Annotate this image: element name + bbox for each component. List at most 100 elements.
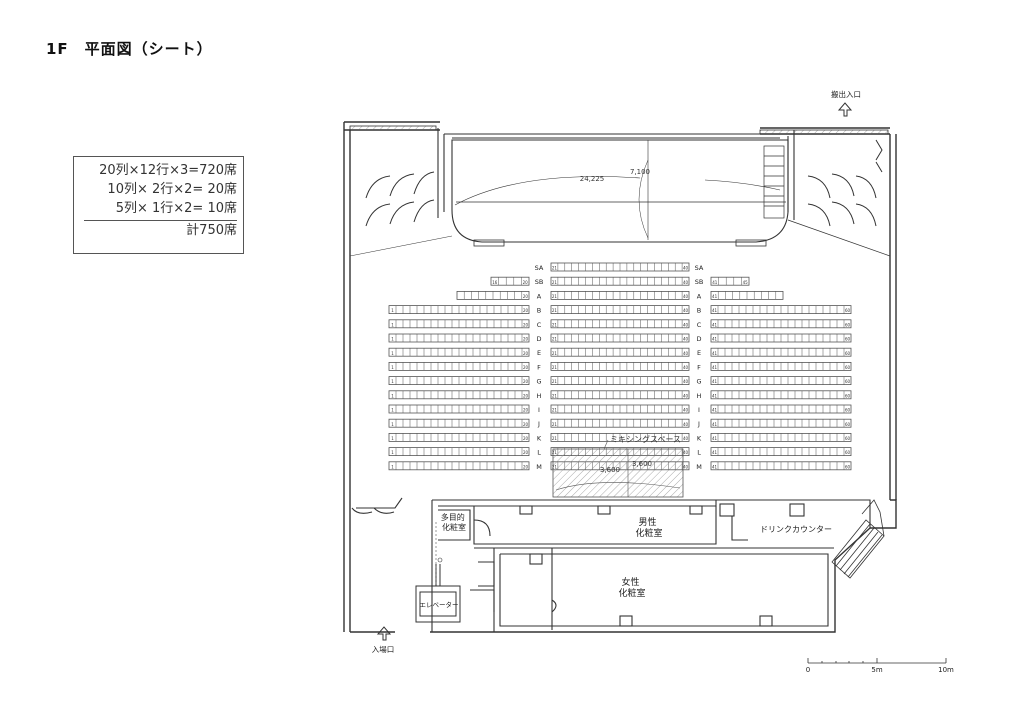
- elevator-shaft: [415, 564, 461, 623]
- womens-restroom-label-line-2: 化粧室: [618, 587, 645, 599]
- row-label-right: J: [697, 420, 700, 428]
- seat-number-start: 41: [712, 308, 718, 313]
- seat-number-start: 41: [712, 322, 718, 327]
- seat-number-end: 20: [523, 322, 529, 327]
- seat-number-end: 20: [523, 365, 529, 370]
- carry-in-label: 搬出入口: [831, 89, 861, 99]
- entrance-arrow-icon: [376, 626, 392, 641]
- seat-row-left: 20: [456, 290, 530, 300]
- multipurpose-restroom-label: 多目的 化粧室: [441, 512, 468, 532]
- seat-row-right: 41 60: [710, 404, 852, 414]
- row-label-left: F: [537, 363, 541, 371]
- row-label-left: SB: [535, 278, 544, 286]
- seat-number-end: 20: [523, 351, 529, 356]
- row-label-left: E: [537, 349, 541, 357]
- seat-number-end: 60: [845, 308, 851, 313]
- seat-number-end: 20: [523, 393, 529, 398]
- seat-number-start: 21: [552, 379, 558, 384]
- seat-number-start: 21: [552, 365, 558, 370]
- seat-number-end: 40: [683, 365, 689, 370]
- seat-number-end: 40: [683, 408, 689, 413]
- seat-number-end: 20: [523, 464, 529, 469]
- row-label-right: SB: [695, 278, 704, 286]
- seat-number-end: 20: [523, 308, 529, 313]
- seat-number-start: 41: [712, 351, 718, 356]
- seat-number-end: 40: [683, 322, 689, 327]
- seat-count-summary: 20列×12行×3=720席 10列× 2行×2= 20席 5列× 1行×2= …: [73, 156, 244, 254]
- wall-hatch-right: [759, 129, 889, 135]
- seat-row-right: 41 60: [710, 361, 852, 371]
- drink-counter-label: ドリンクカウンター: [760, 525, 832, 534]
- seat-number-start: 21: [552, 266, 558, 271]
- seat-number-start: 41: [712, 379, 718, 384]
- scale-bar: [807, 658, 947, 664]
- seat-number-start: 1: [391, 408, 394, 413]
- seat-number-start: 21: [552, 393, 558, 398]
- scale-label-5m: 5m: [871, 666, 882, 674]
- seat-row-center: 21 40: [550, 361, 690, 371]
- seat-number-end: 60: [845, 365, 851, 370]
- row-label-right: E: [697, 349, 701, 357]
- seat-number-start: 41: [712, 450, 718, 455]
- row-label-left: J: [537, 420, 540, 428]
- seat-number-end: 20: [523, 436, 529, 441]
- seat-number-end: 40: [683, 379, 689, 384]
- row-label-left: D: [536, 335, 541, 343]
- row-label-left: L: [537, 449, 541, 457]
- row-label-left: C: [537, 321, 542, 329]
- seat-number-end: 40: [683, 337, 689, 342]
- seat-number-end: 60: [845, 408, 851, 413]
- stage-width-dimension: 24,225: [580, 175, 605, 183]
- elevator-label: エレベーター: [420, 600, 459, 609]
- seat-number-start: 41: [712, 393, 718, 398]
- seat-number-start: 21: [552, 408, 558, 413]
- multipurpose-restroom-label-line-1: 多目的: [441, 512, 465, 522]
- row-label-right: C: [697, 321, 702, 329]
- summary-line-1: 20列×12行×3=720席: [99, 163, 237, 178]
- seat-number-end: 40: [683, 266, 689, 271]
- seat-number-start: 21: [552, 337, 558, 342]
- seat-number-start: 41: [712, 464, 718, 469]
- row-label-right: SA: [695, 264, 704, 272]
- row-label-left: B: [537, 307, 541, 315]
- mixing-space-label: ミキシングスペース: [610, 434, 681, 444]
- seat-number-start: 21: [552, 436, 558, 441]
- summary-divider: [84, 220, 237, 221]
- stage-stair: [763, 145, 785, 219]
- seat-number-start: 21: [552, 422, 558, 427]
- seat-number-start: 1: [391, 351, 394, 356]
- seat-number-end: 40: [683, 351, 689, 356]
- seat-number-start: 41: [712, 280, 718, 285]
- row-label-right: K: [697, 434, 702, 442]
- seat-number-end: 60: [845, 422, 851, 427]
- seat-row-right: 41 60: [710, 305, 852, 315]
- seat-row-right: 41: [710, 290, 784, 300]
- seat-number-start: 1: [391, 308, 394, 313]
- mens-restroom-label-line-2: 化粧室: [635, 527, 662, 539]
- seat-number-start: 41: [712, 436, 718, 441]
- womens-restroom-label: 女性 化粧室: [618, 576, 645, 599]
- seat-number-start: 41: [712, 408, 718, 413]
- carry-in-arrow-icon: [837, 102, 853, 117]
- scale-label-0: 0: [806, 666, 810, 674]
- seat-row-left: 1 20: [388, 305, 530, 315]
- seat-number-start: 41: [712, 365, 718, 370]
